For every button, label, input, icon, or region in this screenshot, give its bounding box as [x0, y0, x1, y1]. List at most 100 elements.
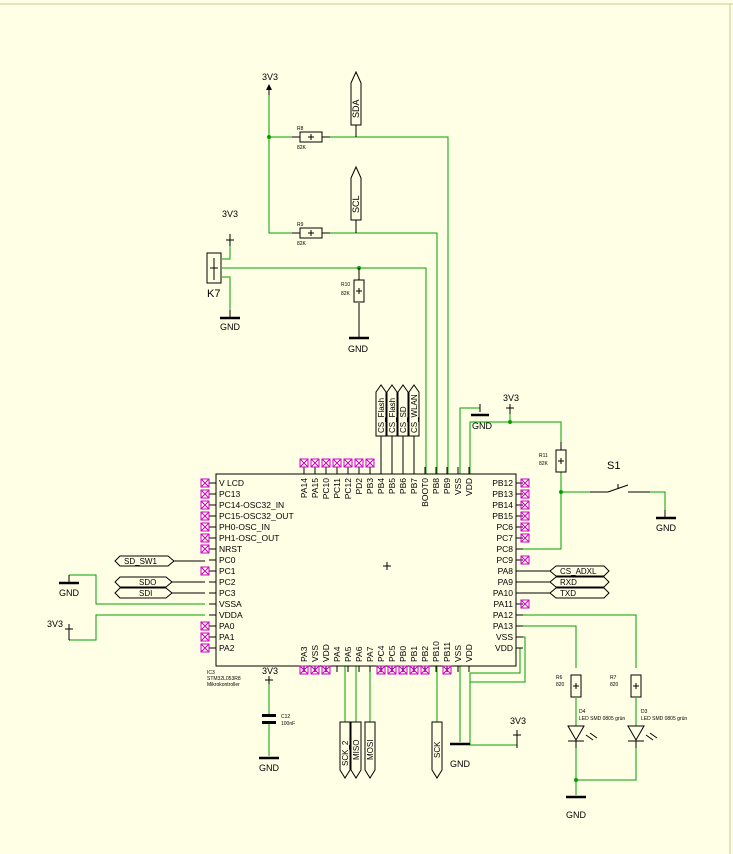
net-label-scl[interactable]: SCL [350, 165, 362, 233]
net-label-mosi[interactable]: MOSI [364, 721, 376, 779]
resistor-r6[interactable]: R6 820 [556, 674, 582, 698]
svg-text:820: 820 [610, 682, 619, 688]
svg-text:SDA: SDA [351, 99, 361, 118]
svg-text:MOSI: MOSI [366, 740, 375, 760]
nc-marker [387, 665, 397, 675]
wires [69, 95, 666, 795]
svg-text:D4: D4 [579, 709, 586, 715]
svg-text:820: 820 [556, 682, 565, 688]
svg-text:TXD: TXD [560, 589, 576, 598]
power-3v3-c12: 3V3 [262, 666, 278, 684]
net-label-rxd[interactable]: RXD [516, 576, 610, 588]
power-gnd-top: GND [471, 404, 493, 431]
connector-k7[interactable]: K7 [206, 252, 222, 300]
pin-label: PC10 [321, 478, 331, 500]
net-label-sdo[interactable]: SDO [114, 576, 205, 588]
svg-text:S1: S1 [607, 460, 620, 472]
pin-label: PC11 [332, 478, 342, 499]
pin-label: PB4 [376, 478, 386, 494]
svg-text:R11: R11 [539, 453, 548, 459]
led-d4[interactable]: D4 LED SMD 0805 grün [567, 709, 625, 748]
pin-label: VSSA [219, 599, 242, 609]
pin-label: PA7 [365, 646, 375, 662]
power-3v3-left: 3V3 [47, 619, 73, 641]
svg-text:C12: C12 [281, 714, 290, 720]
power-gnd-leds: GND [566, 795, 587, 820]
pin-label: PB0 [398, 646, 408, 662]
svg-text:SCL: SCL [351, 195, 361, 213]
nc-marker [310, 458, 320, 468]
svg-text:SD_SW1: SD_SW1 [124, 557, 157, 566]
svg-text:CS_SD: CS_SD [399, 406, 408, 433]
nc-marker [520, 522, 530, 532]
net-label-sd-sw1[interactable]: SD_SW1 [114, 555, 205, 567]
switch-s1[interactable]: S1 [590, 460, 650, 493]
svg-text:100nF: 100nF [281, 721, 295, 727]
net-label-sda[interactable]: SDA [350, 70, 362, 137]
nc-marker [520, 533, 530, 543]
resistor-r7[interactable]: R7 820 [610, 674, 642, 698]
svg-text:MISO: MISO [352, 740, 361, 760]
pin-label: PA3 [299, 646, 309, 662]
nc-marker [520, 511, 530, 521]
pin-label: PC6 [496, 522, 513, 532]
svg-text:K7: K7 [207, 288, 220, 300]
pin-label: PC8 [496, 544, 513, 554]
net-label-sck-2[interactable]: SCK_2 [339, 721, 351, 779]
nc-marker [332, 458, 342, 468]
power-gnd-c12: GND [259, 756, 280, 773]
net-label-sdi[interactable]: SDI [114, 587, 205, 599]
power-gnd-left: GND [59, 575, 80, 598]
pin-label: PH1-OSC_OUT [219, 533, 279, 543]
net-label-cs-flash-2[interactable]: CS_Flash [386, 384, 398, 474]
resistor-r8[interactable]: R8 82K [292, 126, 330, 151]
pin-label: PC5 [387, 645, 397, 662]
pin-label: PB13 [492, 489, 513, 499]
net-label-txd[interactable]: TXD [516, 587, 610, 599]
pin-label: PA4 [332, 646, 342, 662]
pin-label: VSS [453, 478, 463, 495]
nc-marker [354, 458, 364, 468]
resistor-r10[interactable]: R10 82K [341, 268, 365, 303]
net-label-cs-wlan[interactable]: CS_WLAN [408, 384, 420, 474]
svg-text:GND: GND [472, 421, 493, 431]
nc-marker [200, 632, 210, 642]
ic3-microcontroller[interactable]: IC3 STM32L053R8 Mikrokontroller V LCDPC1… [200, 458, 530, 688]
svg-text:R8: R8 [297, 126, 304, 132]
net-label-miso[interactable]: MISO [350, 721, 362, 779]
nc-marker [200, 511, 210, 521]
svg-text:82K: 82K [341, 291, 351, 297]
nc-marker [520, 489, 530, 499]
pin-label: PC7 [496, 533, 513, 543]
capacitor-c12[interactable]: C12 100nF [262, 714, 295, 727]
pin-label: PB15 [492, 511, 513, 521]
nc-marker [299, 458, 309, 468]
ic3-right-pins: PB12PB13PB14PB15PC6PC7PC8PC9PA8PA9PA10PA… [492, 478, 530, 653]
svg-text:GND: GND [566, 810, 587, 820]
nc-marker [200, 478, 210, 488]
svg-text:3V3: 3V3 [262, 666, 278, 676]
pin-label: PA10 [493, 588, 513, 598]
net-label-cs-adxl[interactable]: CS_ADXL [516, 565, 610, 577]
svg-text:Mikrokontroller: Mikrokontroller [207, 682, 240, 688]
nc-marker [321, 458, 331, 468]
net-label-cs-sd[interactable]: CS_SD [397, 384, 409, 474]
svg-text:IC3: IC3 [207, 670, 215, 676]
led-d3[interactable]: D3 LED SMD 0805 grün [627, 709, 687, 748]
resistor-r11[interactable]: R11 82K [539, 442, 567, 473]
nc-marker [376, 665, 386, 675]
net-label-sck[interactable]: SCK [431, 721, 443, 779]
pin-label: PA12 [493, 610, 513, 620]
nc-marker [409, 665, 419, 675]
svg-text:GND: GND [450, 759, 471, 769]
pin-label: PA14 [299, 478, 309, 498]
svg-text:82K: 82K [297, 145, 307, 151]
net-label-cs-flash-1[interactable]: CS_Flash [375, 384, 387, 474]
nc-marker [299, 665, 309, 675]
pin-label: PB6 [398, 478, 408, 494]
svg-text:CS_WLAN: CS_WLAN [410, 394, 419, 433]
resistor-r9[interactable]: R9 82K [292, 222, 330, 247]
svg-text:SCK_2: SCK_2 [341, 740, 350, 766]
